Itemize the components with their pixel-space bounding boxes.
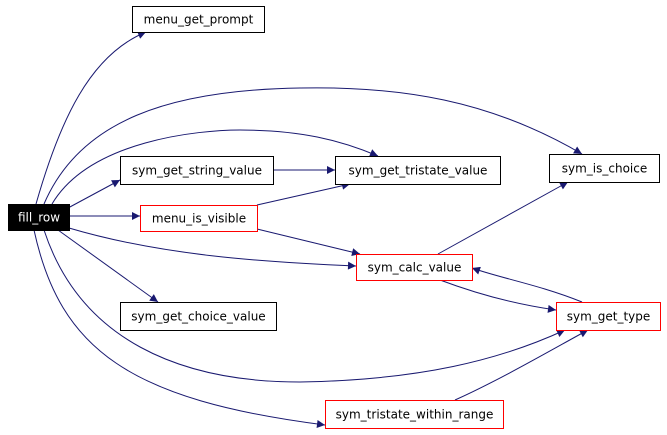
node-menu-get-prompt[interactable]: menu_get_prompt — [132, 6, 265, 33]
node-sym-get-tristate-value[interactable]: sym_get_tristate_value — [335, 156, 501, 185]
node-label: sym_get_string_value — [132, 164, 262, 178]
node-label: sym_get_tristate_value — [349, 164, 488, 178]
node-sym-is-choice[interactable]: sym_is_choice — [549, 154, 660, 183]
node-menu-is-visible[interactable]: menu_is_visible — [140, 205, 258, 232]
edge-menu-is-visible-to-sym-get-tristate-value — [256, 181, 351, 206]
node-box — [8, 204, 70, 231]
node-box — [140, 205, 258, 232]
node-box — [556, 302, 661, 331]
edge-fill-row-to-sym-get-choice-value — [57, 229, 159, 303]
edge-sym-tristate-within-range-to-sym-get-type — [454, 329, 589, 401]
node-box — [325, 400, 504, 429]
edges-layer — [33, 31, 589, 428]
edge-menu-is-visible-to-sym-calc-value — [256, 228, 361, 257]
node-label: sym_calc_value — [368, 261, 462, 275]
node-label: sym_tristate_within_range — [336, 408, 494, 422]
node-label: sym_get_choice_value — [131, 310, 265, 324]
node-box — [356, 254, 473, 281]
edge-fill-row-to-sym-tristate-within-range — [33, 229, 326, 428]
nodes-layer: fill_row menu_get_prompt sym_get_string_va… — [8, 6, 661, 429]
edge-sym-calc-value-to-sym-get-type — [439, 279, 557, 313]
edge-fill-row-to-sym-get-type — [43, 229, 566, 383]
node-label: sym_get_type — [567, 310, 651, 324]
node-sym-get-string-value[interactable]: sym_get_string_value — [120, 156, 274, 185]
edge-fill-row-to-sym-get-string-value — [67, 179, 121, 209]
edge-fill-row-to-sym-is-choice — [43, 87, 583, 205]
node-sym-calc-value[interactable]: sym_calc_value — [356, 254, 473, 281]
edge-sym-get-type-to-sym-calc-value — [471, 266, 583, 303]
node-label: menu_is_visible — [152, 212, 246, 226]
edge-fill-row-to-menu-get-prompt — [35, 31, 147, 205]
node-fill-row[interactable]: fill_row — [8, 204, 70, 231]
node-sym-get-choice-value[interactable]: sym_get_choice_value — [120, 302, 277, 331]
edge-sym-calc-value-to-sym-is-choice — [437, 181, 569, 255]
node-box — [120, 302, 277, 331]
node-box — [120, 156, 274, 185]
node-box — [132, 6, 265, 33]
node-label: menu_get_prompt — [144, 13, 254, 27]
edge-fill-row-to-sym-calc-value — [68, 227, 357, 270]
edge-fill-row-to-sym-get-tristate-value — [51, 129, 379, 205]
node-sym-get-type[interactable]: sym_get_type — [556, 302, 661, 331]
node-sym-tristate-within-range[interactable]: sym_tristate_within_range — [325, 400, 504, 429]
node-label: sym_is_choice — [562, 162, 648, 176]
node-label: fill_row — [18, 211, 60, 225]
node-box — [549, 154, 660, 183]
node-box — [335, 156, 501, 185]
